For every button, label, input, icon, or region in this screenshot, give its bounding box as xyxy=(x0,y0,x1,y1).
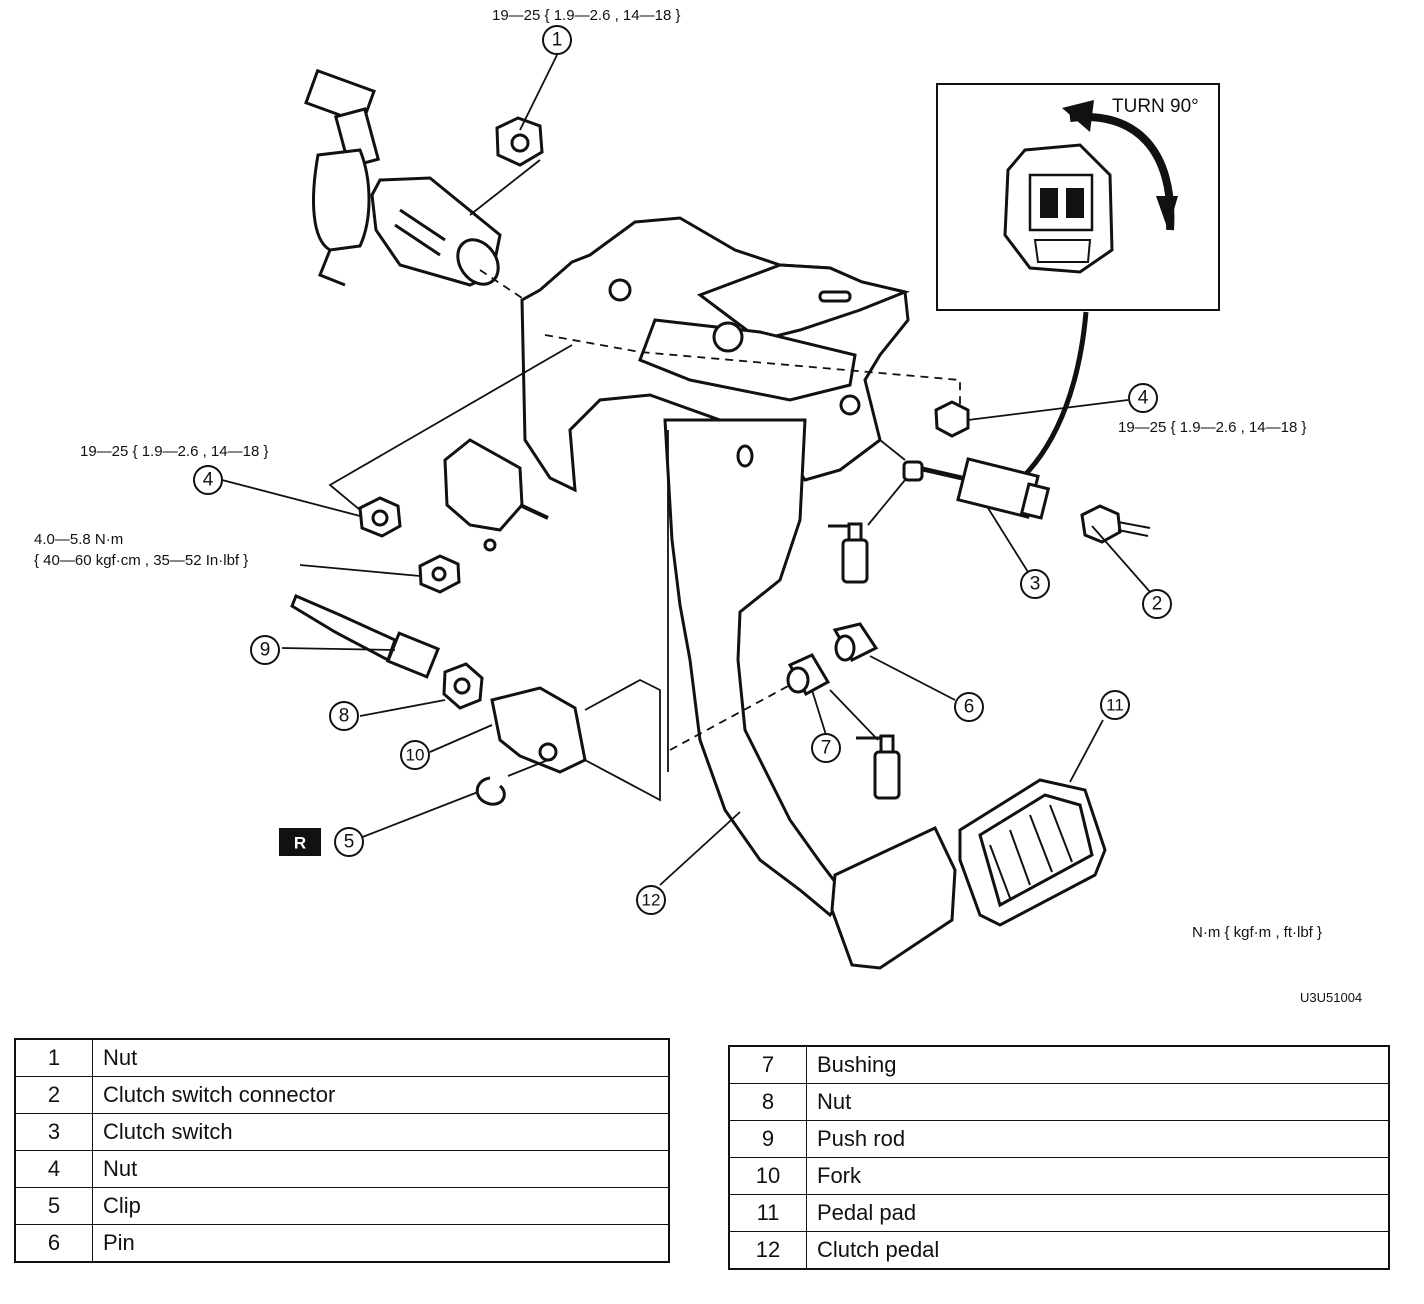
callout-4-right: 4 xyxy=(1128,383,1158,413)
clutch-pedal-part xyxy=(663,418,957,970)
callouts: 1 2 3 4 4 5 6 7 8 9 10 11 12 xyxy=(193,25,1172,915)
torque-label-nut-4-right: 19—25 { 1.9—2.6 , 14—18 } xyxy=(1118,419,1306,436)
replace-marker: R xyxy=(279,828,321,856)
pedal-bracket xyxy=(520,216,910,493)
torque-label-nut-4-left: 19—25 { 1.9—2.6 , 14—18 } xyxy=(80,443,268,460)
svg-text:R: R xyxy=(294,834,306,853)
pedal-face xyxy=(830,826,957,970)
nut-1-part xyxy=(495,116,544,167)
torque-label-nut-1: 19—25 { 1.9—2.6 , 14—18 } xyxy=(492,7,680,24)
figure-code: U3U51004 xyxy=(1300,990,1362,1005)
svg-text:6: 6 xyxy=(964,697,975,718)
svg-text:2: 2 xyxy=(1152,594,1163,615)
callout-5: 5 xyxy=(334,827,364,857)
svg-text:1: 1 xyxy=(552,30,563,51)
torque-label-small-alt: { 40—60 kgf·cm , 35—52 In·lbf } xyxy=(34,552,248,569)
clip-part xyxy=(475,776,506,806)
svg-text:11: 11 xyxy=(1106,696,1124,715)
svg-text:10: 10 xyxy=(406,746,425,765)
inset-turn-connector: TURN 90° xyxy=(936,83,1220,480)
connector-icon xyxy=(1003,143,1114,274)
callout-8: 8 xyxy=(329,701,359,731)
callout-10: 10 xyxy=(400,740,430,770)
clutch-pedal-diagram: 19—25 { 1.9—2.6 , 14—18 } 19—25 { 1.9—2.… xyxy=(34,7,1362,1005)
switch-unit-part xyxy=(443,438,549,552)
svg-text:8: 8 xyxy=(339,706,350,727)
callout-1: 1 xyxy=(542,25,572,55)
pedal-pad-part xyxy=(958,778,1107,927)
callout-4-left: 4 xyxy=(193,465,223,495)
torque-label-small-nm: 4.0—5.8 N·m xyxy=(34,531,123,548)
nut-4-right-part xyxy=(934,400,970,438)
svg-text:3: 3 xyxy=(1030,574,1041,595)
nut-8-part xyxy=(442,662,484,710)
callout-12: 12 xyxy=(636,885,666,915)
callout-9: 9 xyxy=(250,635,280,665)
callout-7: 7 xyxy=(811,733,841,763)
push-rod-part xyxy=(290,594,441,679)
inset-label: TURN 90° xyxy=(1112,96,1199,117)
callout-6: 6 xyxy=(954,692,984,722)
svg-text:7: 7 xyxy=(821,738,832,759)
svg-text:9: 9 xyxy=(260,640,271,661)
grease-icon xyxy=(828,522,901,800)
callout-11: 11 xyxy=(1100,690,1130,720)
callout-2: 2 xyxy=(1142,589,1172,619)
svg-text:5: 5 xyxy=(344,832,355,853)
clutch-switch-connector-part xyxy=(1080,504,1151,544)
pin-part xyxy=(832,622,879,662)
small-nut-part xyxy=(418,554,461,594)
svg-text:4: 4 xyxy=(203,470,214,491)
arrow-head-icon xyxy=(1062,100,1094,132)
svg-text:4: 4 xyxy=(1138,388,1149,409)
units-label: N·m { kgf·m , ft·lbf } xyxy=(1192,924,1322,941)
bushing-part xyxy=(786,653,831,697)
clutch-switch-part xyxy=(902,457,1051,520)
master-cylinder xyxy=(304,68,502,287)
svg-text:12: 12 xyxy=(642,891,661,910)
leader-lines xyxy=(221,54,1151,886)
callout-3: 3 xyxy=(1020,569,1050,599)
nut-4-left-part xyxy=(358,496,402,538)
fork-part xyxy=(490,686,587,774)
